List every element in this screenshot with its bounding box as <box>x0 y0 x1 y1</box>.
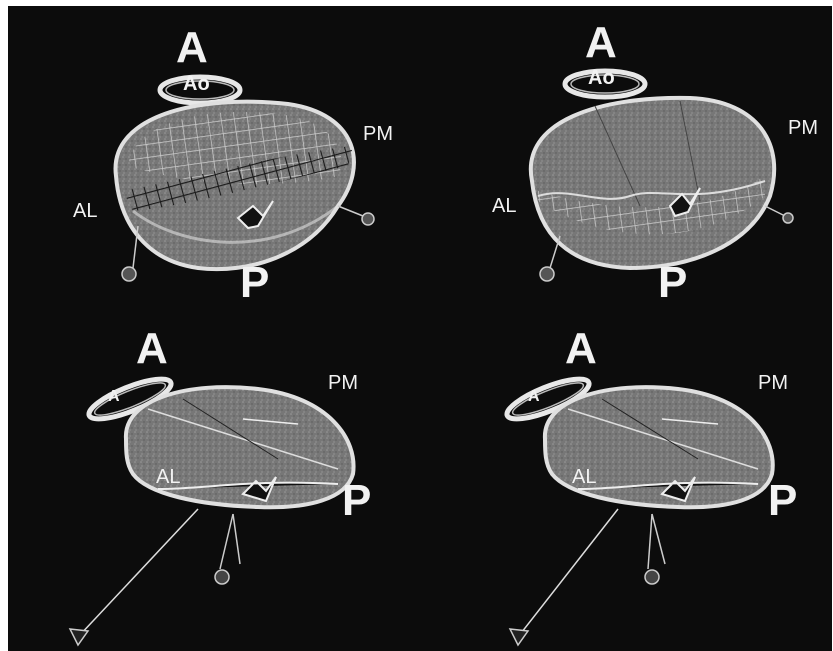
posteromedial-label: PM <box>758 373 788 393</box>
valve-illustration-top-left <box>8 6 420 328</box>
anterolateral-label: AL <box>156 467 180 487</box>
aorta-label: A <box>108 389 120 405</box>
aorta-label: A <box>528 389 540 405</box>
anterior-label: A <box>176 26 208 70</box>
valve-panel-top-right: A Ao PM AL P <box>420 6 832 328</box>
anterior-label: A <box>136 327 168 371</box>
posterior-label: P <box>342 479 371 523</box>
aorta-label: Ao <box>183 74 210 94</box>
valve-panel-bottom-left: A A PM AL P <box>8 329 420 651</box>
anterior-label: A <box>565 327 597 371</box>
anterolateral-label: AL <box>73 201 97 221</box>
anterolateral-label: AL <box>572 467 596 487</box>
anterior-label: A <box>585 21 617 65</box>
posterior-label: P <box>240 261 269 305</box>
valve-figure: A Ao PM AL P A Ao PM AL P <box>8 6 832 651</box>
valve-illustration-top-right <box>420 6 832 328</box>
posterior-label: P <box>658 261 687 305</box>
aorta-label: Ao <box>588 68 615 88</box>
posteromedial-label: PM <box>328 373 358 393</box>
posteromedial-label: PM <box>363 124 393 144</box>
anterolateral-label: AL <box>492 196 516 216</box>
valve-panel-top-left: A Ao PM AL P <box>8 6 420 328</box>
valve-panel-bottom-right: A A PM AL P <box>420 329 832 651</box>
posteromedial-label: PM <box>788 118 818 138</box>
posterior-label: P <box>768 479 797 523</box>
